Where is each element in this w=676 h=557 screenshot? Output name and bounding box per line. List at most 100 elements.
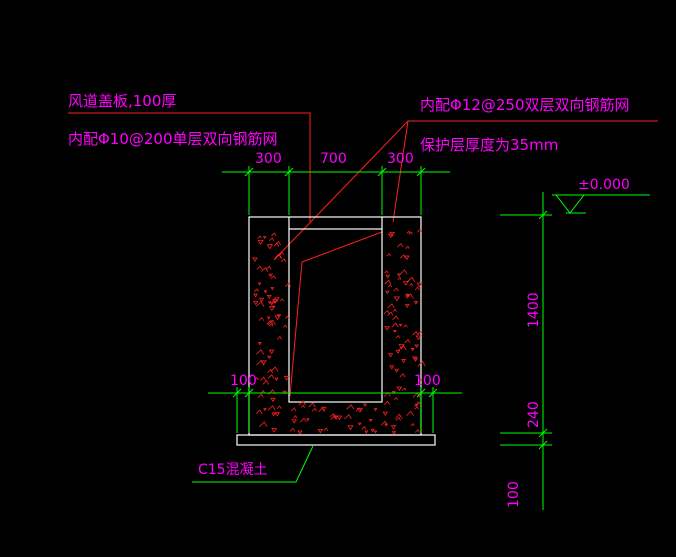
hatch-speckle [300,404,306,408]
hatch-speckle [270,366,279,372]
hatch-speckle [323,427,329,431]
hatch-speckle [267,368,274,374]
top-dim-tick-1 [244,167,254,177]
hatch-speckle [363,403,368,407]
dim-height-cushion: 100 [506,481,522,508]
hatch-speckle [402,281,409,286]
hatch-speckle [256,359,265,366]
hatch-speckle [382,411,388,417]
hatch-speckle [257,235,262,239]
hatch-speckle [317,428,324,434]
hatch-speckle [346,404,355,410]
rebar-double-label: 内配Φ12@250双层双向钢筋网 [420,96,630,114]
hatch-speckle [283,324,288,328]
hatch-speckle [255,409,263,415]
hatch-speckle [387,303,395,309]
hatch-speckle [387,311,394,316]
hatch-speckle [417,360,426,367]
top-dim-tick-2 [284,167,294,177]
hatch-speckle [405,245,410,249]
hatch-speckle [414,406,419,410]
c15-cushion [236,434,436,446]
hatch-speckle [347,425,354,431]
hatch-speckle [276,314,282,318]
hatch-speckle [268,273,273,278]
hatch-speckle [270,397,276,403]
hatch-speckle [398,344,407,351]
rebar-single-label: 内配Φ10@200单层双向钢筋网 [68,130,278,148]
hatch-speckle [270,275,276,280]
dimension-lines [192,166,650,510]
hatch-speckle [270,287,275,291]
hatch-speckle [410,348,415,352]
dim-height-main: 1400 [526,292,542,328]
hatch-speckle [289,427,296,432]
hatch-speckle [279,251,285,256]
hatch-speckle [406,410,414,416]
leader-lines [68,112,658,397]
hatch-speckle [395,349,401,354]
bottom-dim-tick-3 [416,388,426,398]
hatch-speckle [267,405,276,411]
hatch-speckle [274,253,282,259]
hatch-speckle [409,283,414,287]
hatch-speckle [395,334,401,339]
hatch-speckle [279,298,285,302]
hatch-speckle [373,430,378,434]
hatch-speckle [387,353,394,358]
hatch-speckle [412,330,419,336]
hatch-speckle [389,365,395,370]
vertical-dim-tick-1 [538,210,548,220]
hatch-speckle [417,378,423,383]
hatch-speckle [257,240,264,246]
hatch-speckle [406,230,411,234]
hatch-speckle [272,299,279,304]
hatch-speckle [311,407,317,412]
hatch-speckle [387,284,392,288]
hatch-speckle [271,412,277,417]
dim-top-left: 300 [255,151,282,167]
hatch-speckle [391,431,397,435]
hatch-speckle [268,323,274,327]
hatch-speckle [285,315,290,319]
hatch-speckle [385,290,390,295]
cover-plate-label: 风道盖板,100厚 [68,92,176,110]
cover-plate-leader [68,112,311,222]
hatch-speckle [262,380,270,385]
hatch-speckle [336,415,343,421]
hatch-speckle [308,402,316,408]
hatch-speckle [404,304,410,308]
trench-structure [236,216,436,446]
hatch-speckle [262,236,267,240]
hatch-speckle [394,368,400,373]
hatch-speckle [258,317,265,321]
hatch-speckle [266,316,271,320]
hatch-speckle [414,286,420,291]
hatch-speckle [417,330,423,335]
elevation-label: ±0.000 [578,177,630,193]
hatch-speckle [274,315,281,321]
hatch-speckle [412,357,419,362]
hatch-speckle [257,342,262,346]
hatch-speckle [271,232,277,237]
hatch-speckle [391,390,396,395]
hatch-speckle [397,277,402,280]
hatch-speckle [253,293,258,298]
hatch-speckle [300,417,307,423]
c15-label: C15混凝土 [198,462,268,478]
hatch-speckle [275,254,282,259]
hatch-speckle [252,300,259,306]
hatch-speckle [257,393,264,398]
hatch-speckle [267,319,276,326]
hatch-speckle [256,349,265,355]
hatch-speckle [297,430,303,435]
hatch-speckle [413,301,419,305]
hatch-speckle [291,419,297,424]
hatch-speckle [273,242,280,247]
hatch-speckle [410,422,415,427]
hatch-speckle [402,387,407,391]
hatch-speckle [265,265,272,270]
dim-top-middle: 700 [320,151,347,167]
hatch-speckle [414,344,419,349]
